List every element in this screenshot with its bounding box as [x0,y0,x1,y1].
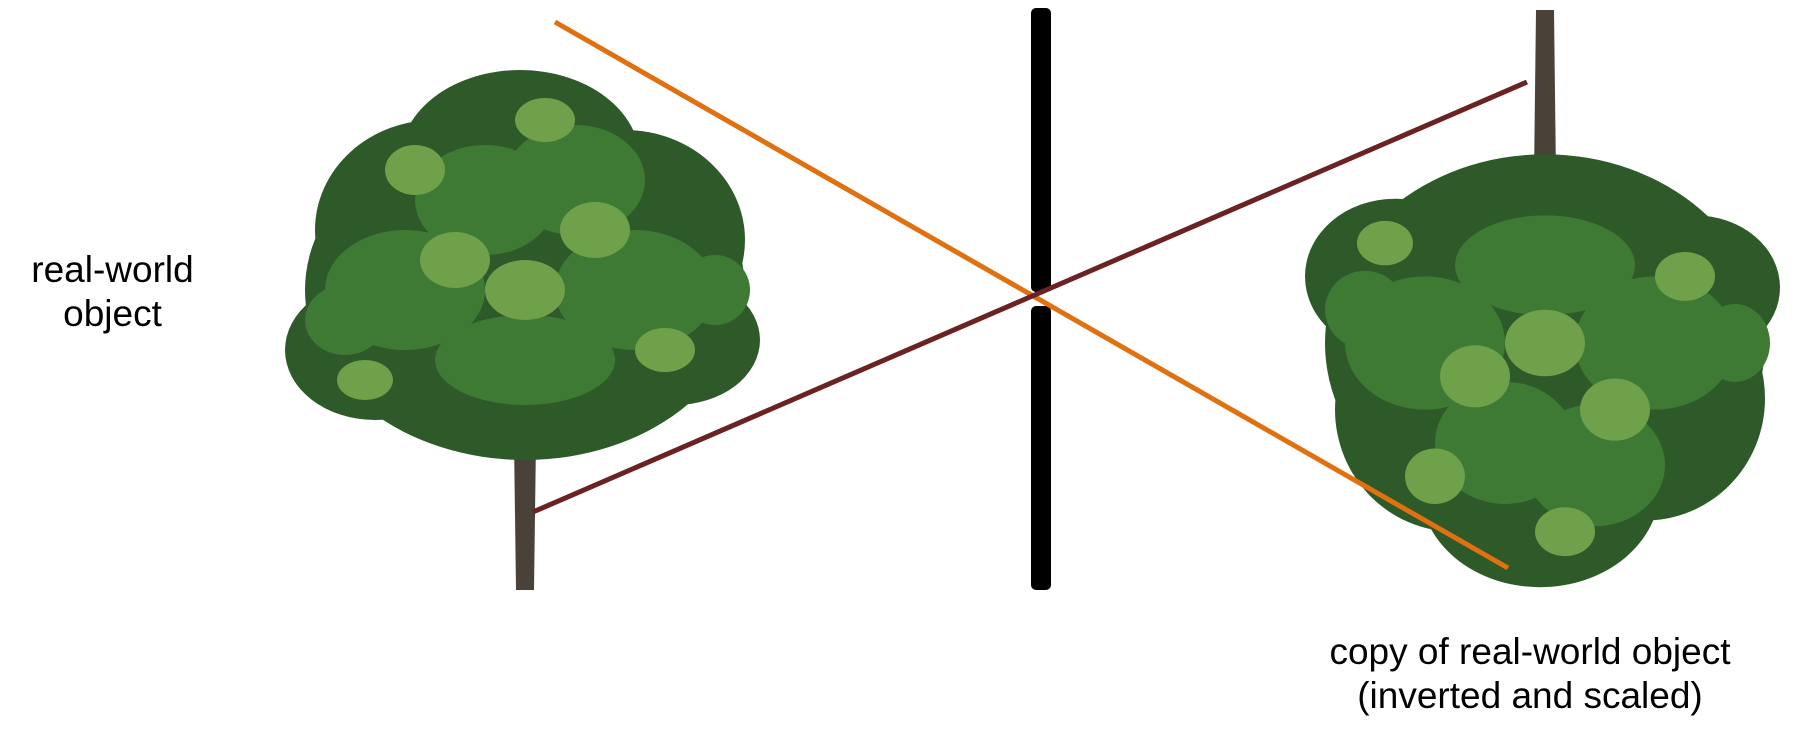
inverted-tree-icon [1305,10,1780,587]
barrier-top [1031,8,1051,292]
object-tree-icon [285,70,760,590]
barrier-bottom [1031,306,1051,590]
